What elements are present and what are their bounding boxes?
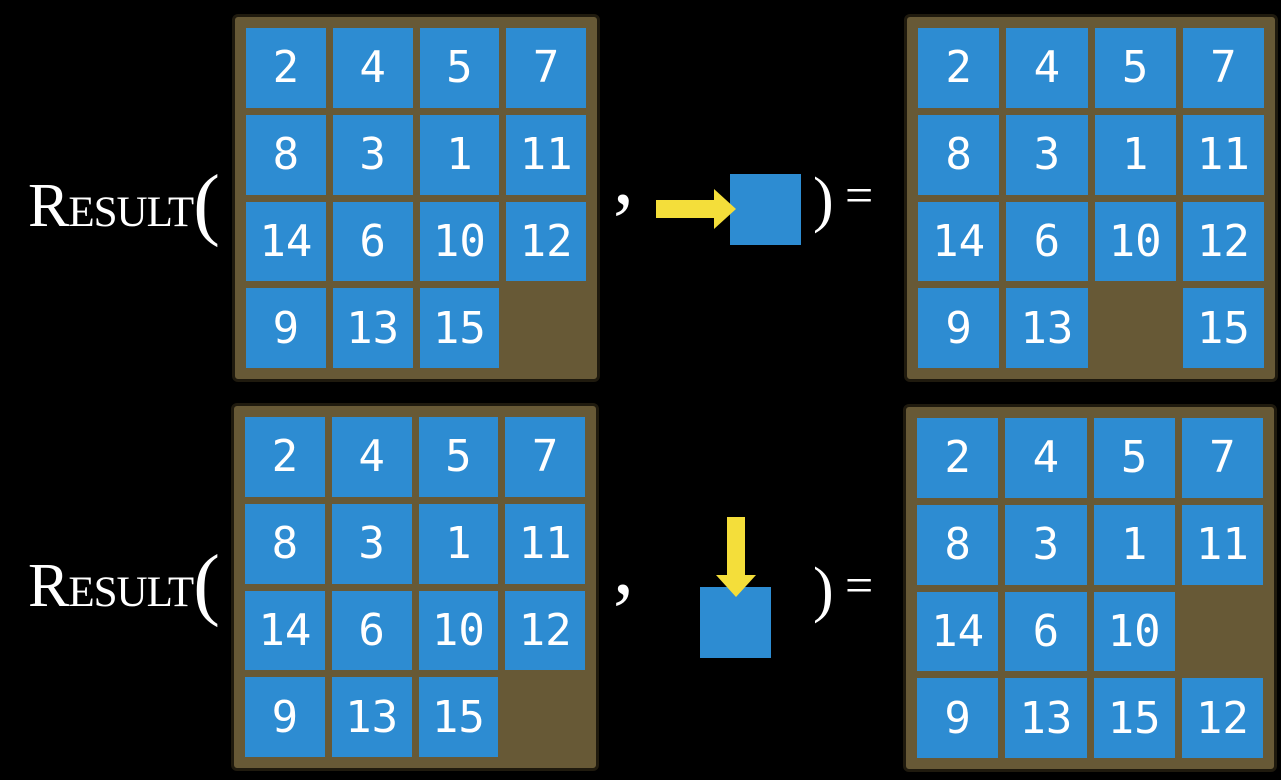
puzzle-tile: 11: [505, 503, 585, 584]
puzzle-tile: 6: [332, 201, 413, 282]
puzzle-tile: 15: [1182, 288, 1264, 368]
puzzle-tile: 11: [506, 114, 586, 195]
puzzle-tile: 5: [418, 417, 499, 497]
puzzle-tile: 14: [246, 201, 326, 282]
puzzle-tile: 8: [245, 503, 325, 584]
puzzle-tile: 13: [332, 288, 413, 368]
puzzle-tile: 5: [1093, 418, 1175, 498]
equals-sign: =: [845, 167, 874, 223]
puzzle-tile: 12: [1182, 201, 1264, 282]
puzzle-tile: 9: [917, 678, 999, 758]
close-paren: ): [813, 166, 834, 234]
puzzle-tile: 6: [1005, 591, 1087, 672]
puzzle-tile: 10: [418, 590, 499, 671]
open-paren: (: [193, 160, 220, 248]
puzzle-tile: 13: [331, 677, 412, 757]
puzzle-tile: 14: [918, 201, 1000, 282]
result-call-label-2: Result(: [28, 540, 220, 624]
puzzle-tile: 1: [419, 114, 500, 195]
puzzle-tile: 8: [917, 504, 999, 585]
puzzle-tile: 12: [506, 201, 586, 282]
puzzle-tile: 6: [1006, 201, 1088, 282]
puzzle-tile: 10: [1094, 201, 1176, 282]
puzzle-tile: 14: [917, 591, 999, 672]
puzzle-tile: 4: [331, 417, 412, 497]
puzzle-tile-blank: [1182, 592, 1263, 672]
puzzle-tile: 13: [1005, 678, 1087, 758]
puzzle-tile: 2: [917, 418, 999, 498]
puzzle-tile: 8: [246, 114, 326, 195]
puzzle-tile: 10: [1093, 591, 1175, 672]
open-paren: (: [193, 540, 220, 628]
puzzle-tile: 7: [1182, 28, 1264, 108]
blank-square-icon: [700, 587, 771, 658]
puzzle-tile: 8: [918, 114, 1000, 195]
puzzle-tile: 9: [246, 288, 326, 368]
puzzle-tile: 6: [331, 590, 412, 671]
comma: ,: [613, 519, 634, 612]
puzzle-tile: 3: [1005, 504, 1087, 585]
puzzle-tile: 1: [1094, 114, 1176, 195]
result-function-name: Result: [28, 172, 194, 240]
down-arrow-icon: [716, 517, 756, 597]
puzzle-tile: 10: [419, 201, 500, 282]
puzzle-tile: 12: [1181, 678, 1263, 758]
puzzle-tile: 2: [918, 28, 1000, 108]
puzzle-tile: 9: [245, 677, 325, 757]
puzzle-tile: 14: [245, 590, 325, 671]
puzzle-tile: 4: [1005, 418, 1087, 498]
output-board-1: 2 4 5 7 8 3 1 11 14 6 10 12 9 13 15: [904, 14, 1278, 382]
puzzle-tile: 4: [1006, 28, 1088, 108]
puzzle-tile: 7: [1181, 418, 1263, 498]
puzzle-tile-blank: [506, 288, 586, 368]
input-board-2: 2 4 5 7 8 3 1 11 14 6 10 12 9 13 15: [231, 403, 599, 771]
puzzle-tile: 15: [419, 288, 500, 368]
puzzle-tile: 5: [1094, 28, 1176, 108]
puzzle-tile: 2: [245, 417, 325, 497]
puzzle-tile: 3: [1006, 114, 1088, 195]
puzzle-tile: 12: [505, 590, 585, 671]
puzzle-tile: 11: [1181, 504, 1263, 585]
comma: ,: [613, 129, 634, 222]
puzzle-tile-blank: [1095, 288, 1176, 368]
puzzle-tile: 1: [1093, 504, 1175, 585]
puzzle-tile: 13: [1006, 288, 1088, 368]
puzzle-tile: 1: [418, 503, 499, 584]
puzzle-tile: 15: [1093, 678, 1175, 758]
puzzle-tile: 7: [506, 28, 586, 108]
puzzle-tile-blank: [505, 677, 585, 757]
puzzle-tile: 4: [332, 28, 413, 108]
result-call-label-1: Result(: [28, 160, 220, 244]
puzzle-tile: 3: [331, 503, 412, 584]
puzzle-tile: 15: [418, 677, 499, 757]
puzzle-tile: 9: [918, 288, 1000, 368]
right-arrow-icon: [656, 189, 736, 229]
puzzle-tile: 7: [505, 417, 585, 497]
equals-sign: =: [845, 557, 874, 613]
output-board-2: 2 4 5 7 8 3 1 11 14 6 10 9 13 15 12: [903, 404, 1277, 772]
puzzle-tile: 2: [246, 28, 326, 108]
input-board-1: 2 4 5 7 8 3 1 11 14 6 10 12 9 13 15: [232, 14, 600, 382]
puzzle-tile: 3: [332, 114, 413, 195]
close-paren: ): [813, 556, 834, 624]
puzzle-tile: 5: [419, 28, 500, 108]
result-function-name: Result: [28, 552, 194, 620]
blank-square-icon: [730, 174, 801, 245]
puzzle-tile: 11: [1182, 114, 1264, 195]
